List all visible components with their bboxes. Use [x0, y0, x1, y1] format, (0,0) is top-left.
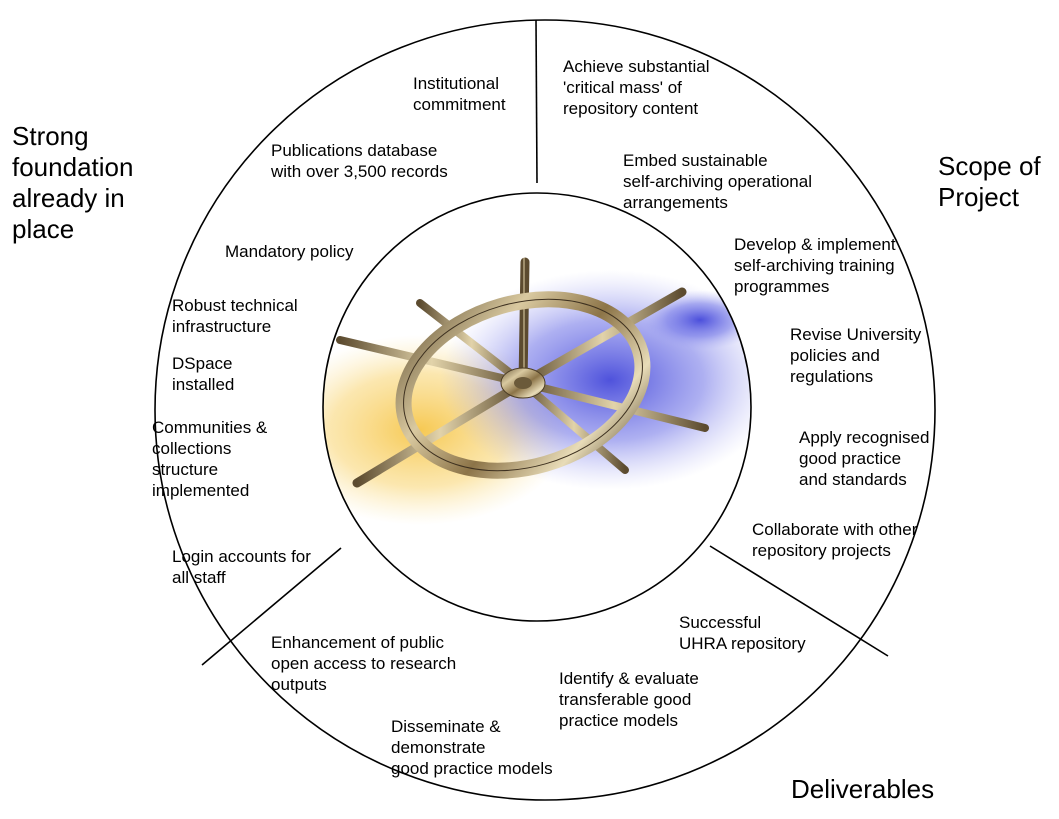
- item-apply-good-practice: Apply recognised good practice and stand…: [799, 428, 930, 489]
- item-embed-sustainable: Embed sustainable self-archiving operati…: [623, 151, 812, 212]
- item-institutional-commitment: Institutional commitment: [413, 74, 506, 114]
- section-title-foundation: Strong foundation already in place: [12, 121, 134, 244]
- item-identify-evaluate: Identify & evaluate transferable good pr…: [559, 669, 699, 730]
- item-collaborate: Collaborate with other repository projec…: [752, 520, 918, 560]
- item-critical-mass: Achieve substantial 'critical mass' of r…: [563, 57, 710, 118]
- divider-left: [201, 547, 342, 666]
- item-publications-database: Publications database with over 3,500 re…: [271, 141, 448, 181]
- inner-circle: [322, 192, 752, 622]
- item-disseminate: Disseminate & demonstrate good practice …: [391, 717, 553, 778]
- item-robust-infrastructure: Robust technical infrastructure: [172, 296, 298, 336]
- section-title-deliverables: Deliverables: [791, 774, 935, 804]
- divider-right: [709, 545, 889, 657]
- item-communities-collections: Communities & collections structure impl…: [152, 418, 268, 500]
- item-enhancement-open-access: Enhancement of public open access to res…: [271, 633, 457, 694]
- item-revise-policies: Revise University policies and regulatio…: [790, 325, 922, 386]
- ships-wheel-image: [323, 193, 751, 621]
- item-develop-training: Develop & implement self-archiving train…: [734, 235, 896, 296]
- item-mandatory-policy: Mandatory policy: [225, 242, 354, 261]
- item-successful-uhra: Successful UHRA repository: [679, 613, 806, 653]
- divider-top: [535, 19, 538, 184]
- item-login-accounts: Login accounts for all staff: [172, 547, 311, 587]
- item-dspace-installed: DSpace installed: [172, 354, 235, 394]
- section-title-scope: Scope of Project: [938, 151, 1041, 212]
